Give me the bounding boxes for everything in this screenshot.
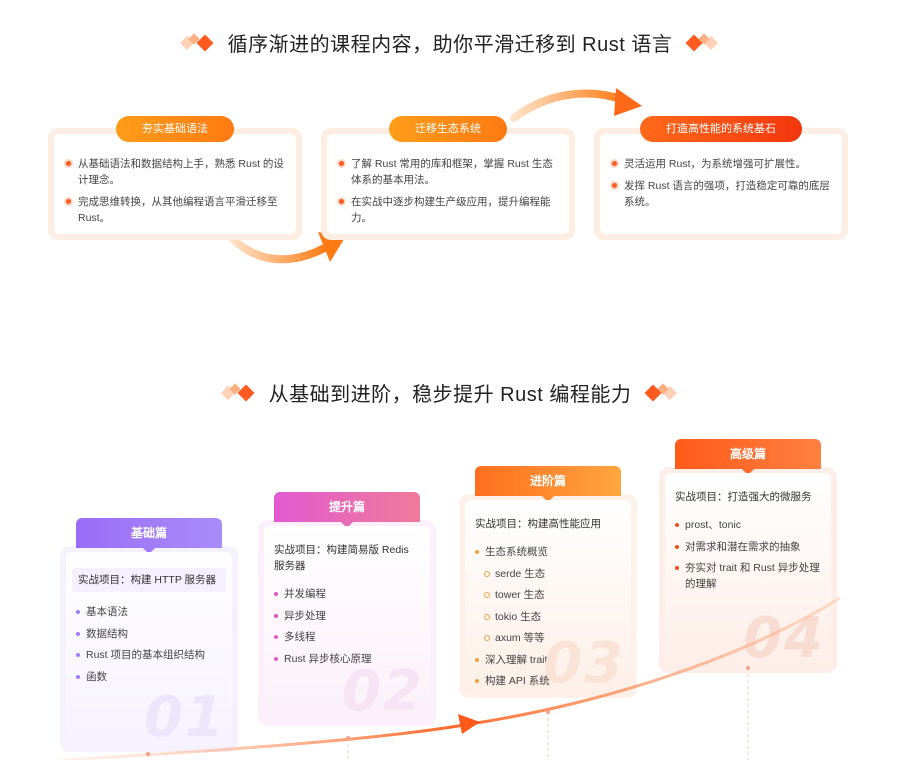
- stage-point: 在实战中逐步构建生产级应用，提升编程能力。: [339, 194, 557, 226]
- diamond-deco-icon: [220, 382, 255, 401]
- level-card-advanced: 进阶篇 实战项目：构建高性能应用 生态系统概览 serde 生态 tower 生…: [459, 466, 637, 698]
- stage-card-body: 灵活运用 Rust，为系统增强可扩展性。 发挥 Rust 语言的强项，打造稳定可…: [600, 134, 842, 234]
- stage-point: 了解 Rust 常用的库和框架，掌握 Rust 生态体系的基本用法。: [339, 156, 557, 188]
- level-project: 实战项目：构建简易版 Redis 服务器: [274, 544, 409, 572]
- stage-card-ecosystem: 迁移生态系统 了解 Rust 常用的库和框架，掌握 Rust 生态体系的基本用法…: [321, 116, 575, 240]
- level-number: 01: [144, 685, 226, 746]
- level-title: 进阶篇: [475, 466, 621, 502]
- list-subitem: tower 生态: [475, 587, 621, 603]
- diamond-deco-icon: [179, 32, 214, 51]
- level-card-body: 实战项目：打造强大的微服务 prost、tonic 对需求和潜在需求的抽象 夯实…: [665, 473, 831, 667]
- level-card-body: 实战项目：构建简易版 Redis 服务器 并发编程 异步处理 多线程 Rust …: [264, 526, 430, 720]
- level-card-basic: 基础篇 实战项目：构建 HTTP 服务器 基本语法 数据结构 Rust 项目的基…: [60, 518, 238, 752]
- section2-title: 从基础到进阶，稳步提升 Rust 编程能力: [268, 384, 632, 406]
- list-item: 生态系统概览: [475, 544, 621, 560]
- list-item: Rust 项目的基本组织结构: [76, 647, 222, 663]
- level-number: 03: [543, 631, 625, 692]
- stage-tag: 打造高性能的系统基石: [640, 116, 802, 142]
- diamond-deco-icon: [644, 382, 679, 401]
- stage-point: 发挥 Rust 语言的强项，打造稳定可靠的底层系统。: [612, 178, 830, 210]
- list-subitem: tokio 生态: [475, 609, 621, 625]
- level-number: 02: [342, 659, 424, 720]
- stage-card-performance: 打造高性能的系统基石 灵活运用 Rust，为系统增强可扩展性。 发挥 Rust …: [594, 116, 848, 240]
- section1-header: 循序渐进的课程内容，助你平滑迁移到 Rust 语言: [0, 28, 900, 57]
- level-title: 基础篇: [76, 518, 222, 554]
- stage-card-basics: 夯实基础语法 从基础语法和数据结构上手，熟悉 Rust 的设计理念。 完成思维转…: [48, 116, 302, 240]
- stage-point: 从基础语法和数据结构上手，熟悉 Rust 的设计理念。: [66, 156, 284, 188]
- level-title: 提升篇: [274, 492, 420, 528]
- section2-header: 从基础到进阶，稳步提升 Rust 编程能力: [0, 378, 900, 407]
- level-card-body: 实战项目：构建高性能应用 生态系统概览 serde 生态 tower 生态 to…: [465, 500, 631, 692]
- stage-point: 完成思维转换，从其他编程语言平滑迁移至 Rust。: [66, 194, 284, 226]
- list-item: 数据结构: [76, 626, 222, 642]
- list-subitem: serde 生态: [475, 566, 621, 582]
- level-project: 实战项目：构建高性能应用: [475, 518, 601, 530]
- list-item: 对需求和潜在需求的抽象: [675, 539, 821, 555]
- list-item: 多线程: [274, 629, 420, 645]
- list-item: 夯实对 trait 和 Rust 异步处理的理解: [675, 560, 821, 592]
- level-card-expert: 高级篇 实战项目：打造强大的微服务 prost、tonic 对需求和潜在需求的抽…: [659, 439, 837, 673]
- level-card-improve: 提升篇 实战项目：构建简易版 Redis 服务器 并发编程 异步处理 多线程 R…: [258, 492, 436, 726]
- stage-card-body: 了解 Rust 常用的库和框架，掌握 Rust 生态体系的基本用法。 在实战中逐…: [327, 134, 569, 234]
- level-title: 高级篇: [675, 439, 821, 475]
- list-item: 并发编程: [274, 586, 420, 602]
- level-project: 实战项目：构建 HTTP 服务器: [72, 568, 226, 592]
- list-item: 函数: [76, 669, 222, 685]
- diamond-deco-icon: [685, 32, 720, 51]
- level-number: 04: [743, 606, 825, 667]
- stage-tag: 夯实基础语法: [116, 116, 234, 142]
- stage-tag: 迁移生态系统: [389, 116, 507, 142]
- list-item: prost、tonic: [675, 517, 821, 533]
- list-item: 基本语法: [76, 604, 222, 620]
- stage-card-body: 从基础语法和数据结构上手，熟悉 Rust 的设计理念。 完成思维转换，从其他编程…: [54, 134, 296, 234]
- list-item: 异步处理: [274, 608, 420, 624]
- level-project: 实战项目：打造强大的微服务: [675, 491, 812, 503]
- level-card-body: 实战项目：构建 HTTP 服务器 基本语法 数据结构 Rust 项目的基本组织结…: [66, 552, 232, 746]
- section1-title: 循序渐进的课程内容，助你平滑迁移到 Rust 语言: [227, 34, 673, 56]
- stage-point: 灵活运用 Rust，为系统增强可扩展性。: [612, 156, 830, 172]
